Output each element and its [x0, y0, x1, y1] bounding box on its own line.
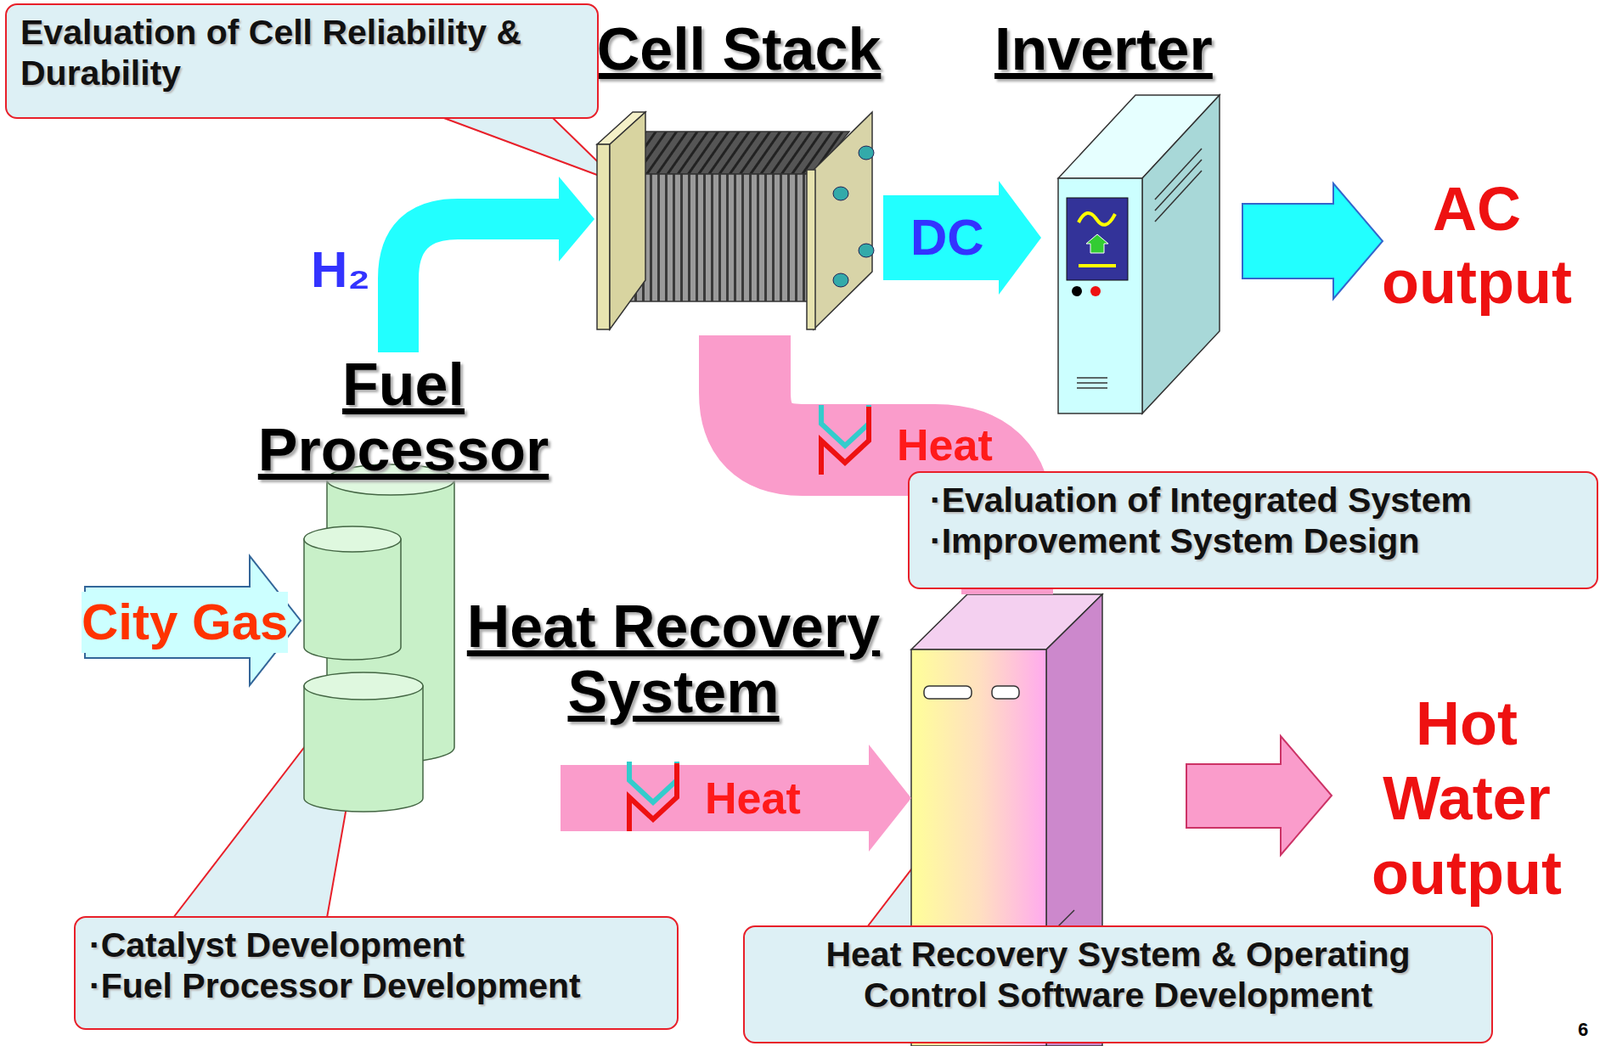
edge-label: H₂ — [307, 239, 374, 301]
flow-arrow — [560, 744, 912, 852]
cell-stack-drawing — [858, 146, 874, 160]
component-heading: Heat Recovery System — [452, 594, 895, 726]
inverter-drawing — [1066, 197, 1128, 281]
inverter-drawing — [1058, 95, 1220, 414]
arrow-shaft — [883, 195, 1000, 281]
inverter-drawing — [1058, 178, 1143, 414]
component-heading: Cell Stack — [594, 16, 884, 83]
component-heading: Fuel Processor — [246, 352, 561, 484]
inverter-drawing — [1154, 159, 1202, 211]
flow-arrow — [398, 176, 595, 353]
fuel-processor-drawing — [304, 464, 455, 812]
inverter-drawing — [1086, 234, 1109, 254]
cell-stack-drawing — [858, 243, 874, 258]
cell-stack-drawing — [597, 144, 610, 330]
cell-stack-drawing — [833, 186, 849, 201]
inverter: Inverter — [1041, 16, 1237, 417]
heat-symbol — [821, 405, 869, 475]
heat-recovery-drawing — [923, 686, 972, 699]
inverter-drawing — [1076, 377, 1108, 379]
callout-text: Evaluation of Cell Reliability & Durabil… — [20, 11, 584, 95]
fuel-processor-drawing — [304, 539, 401, 660]
callout-box: ·Catalyst Development·Fuel Processor Dev… — [73, 916, 679, 1031]
cell-stack: Cell Stack — [594, 16, 884, 336]
edge-label: Heat — [701, 771, 805, 825]
callout-box: ·Evaluation of Integrated System·Improve… — [907, 471, 1599, 590]
arrow-shaft — [398, 219, 560, 353]
cell-stack-drawing — [813, 112, 873, 330]
cell-stack-drawing — [609, 112, 646, 330]
arrow-shaft — [560, 765, 870, 832]
callout-box: Evaluation of Cell Reliability & Durabil… — [5, 3, 599, 119]
inverter-drawing — [1071, 286, 1082, 297]
callout-box: Heat Recovery System & Operating Control… — [743, 925, 1493, 1044]
inverter-drawing — [1078, 264, 1116, 268]
heat-symbol — [629, 761, 677, 832]
inverter-drawing — [1076, 382, 1108, 384]
callout-text: ·Catalyst Development — [89, 924, 664, 966]
edge-label: DC — [907, 207, 988, 269]
inverter-drawing — [1090, 286, 1101, 297]
cell-stack-drawing — [833, 273, 849, 288]
callout-text: Heat Recovery System & Operating Control… — [758, 934, 1478, 1017]
fuel-processor-drawing — [304, 672, 423, 700]
cell-stack-drawing — [597, 112, 874, 330]
fuel-processor-drawing — [304, 686, 423, 812]
flow-arrow — [883, 180, 1042, 295]
inverter-drawing — [1154, 170, 1202, 222]
ac-output-arrow — [1242, 183, 1383, 299]
output-label: Hot Water output — [1356, 687, 1578, 911]
arrow-head — [868, 744, 912, 852]
hot-water-arrow — [1186, 736, 1332, 856]
page-number: 6 — [1577, 1019, 1589, 1042]
inverter-drawing — [1078, 213, 1116, 226]
inverter-drawing — [1076, 387, 1108, 389]
callout-tail — [441, 117, 620, 184]
cell-stack-drawing — [806, 169, 816, 330]
callout-text: ·Evaluation of Integrated System — [923, 479, 1584, 521]
input-label: City Gas — [81, 591, 288, 654]
inverter-drawing — [1142, 95, 1220, 414]
output-label: AC output — [1366, 172, 1588, 320]
heat-recovery-drawing — [991, 686, 1020, 699]
callout-text: ·Fuel Processor Development — [89, 965, 664, 1007]
component-heading: Inverter — [994, 16, 1213, 83]
fuel-processor-drawing — [304, 526, 401, 553]
arrow-head — [998, 180, 1042, 295]
fuel-processor: Fuel Processor — [246, 352, 561, 816]
inverter-drawing — [1154, 148, 1202, 200]
edge-label: Heat — [893, 418, 997, 472]
arrow-head — [558, 176, 595, 262]
callout-text: ·Improvement System Design — [923, 520, 1584, 562]
